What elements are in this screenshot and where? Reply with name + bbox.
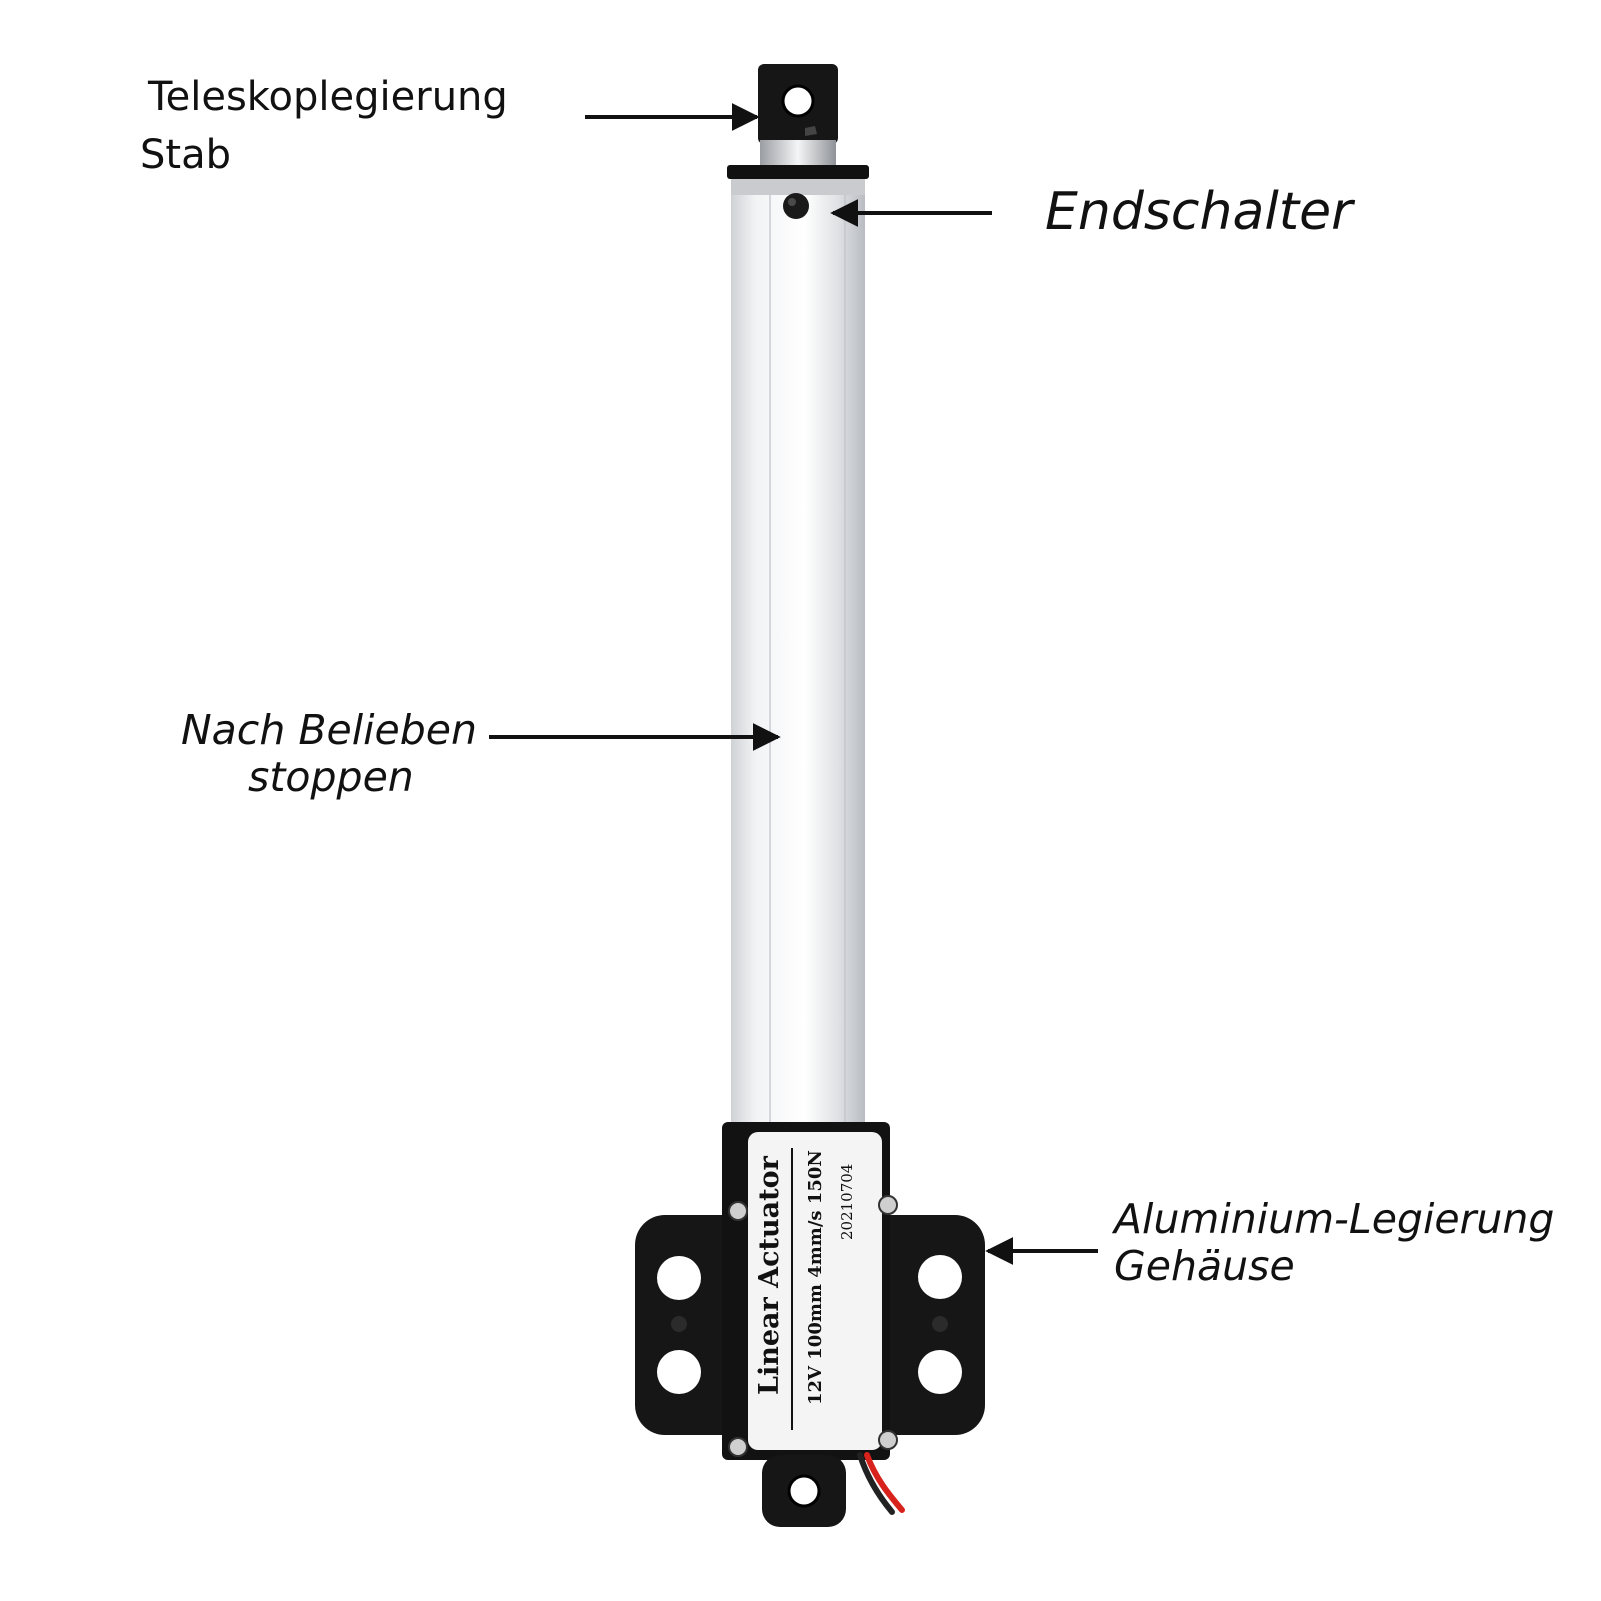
- annotation-stop-line2: stoppen: [248, 753, 414, 802]
- annotation-limit-switch: Endschalter: [1045, 182, 1353, 243]
- annotation-rod: Teleskoplegierung Stab: [140, 74, 508, 178]
- annotation-rod-line1: Teleskoplegierung: [148, 74, 508, 120]
- power-wires: [857, 1452, 905, 1515]
- rod-eye: [758, 64, 838, 144]
- motor-housing: [722, 1122, 898, 1460]
- label-date-code: 20210704: [838, 1164, 856, 1240]
- label-specs: 12V 100mm 4mm/s 150N: [805, 1150, 826, 1405]
- annotation-stop: Nach Belieben stoppen: [181, 706, 477, 802]
- label-title: Linear Actuator: [754, 1155, 785, 1395]
- annotation-stop-line1: Nach Belieben: [181, 706, 477, 754]
- annotation-limit-switch-text: Endschalter: [1045, 182, 1353, 242]
- annotation-housing-line1: Aluminium-Legierung: [1114, 1195, 1555, 1243]
- annotation-housing: Aluminium-Legierung Gehäuse: [1114, 1195, 1555, 1291]
- bottom-eye: [762, 1455, 846, 1527]
- actuator-tube: [731, 195, 865, 1125]
- annotation-rod-line2: Stab: [140, 132, 231, 178]
- annotation-housing-line2: Gehäuse: [1114, 1242, 1295, 1291]
- tube-top-cap: [727, 165, 869, 195]
- limit-switch-screw: [783, 193, 809, 219]
